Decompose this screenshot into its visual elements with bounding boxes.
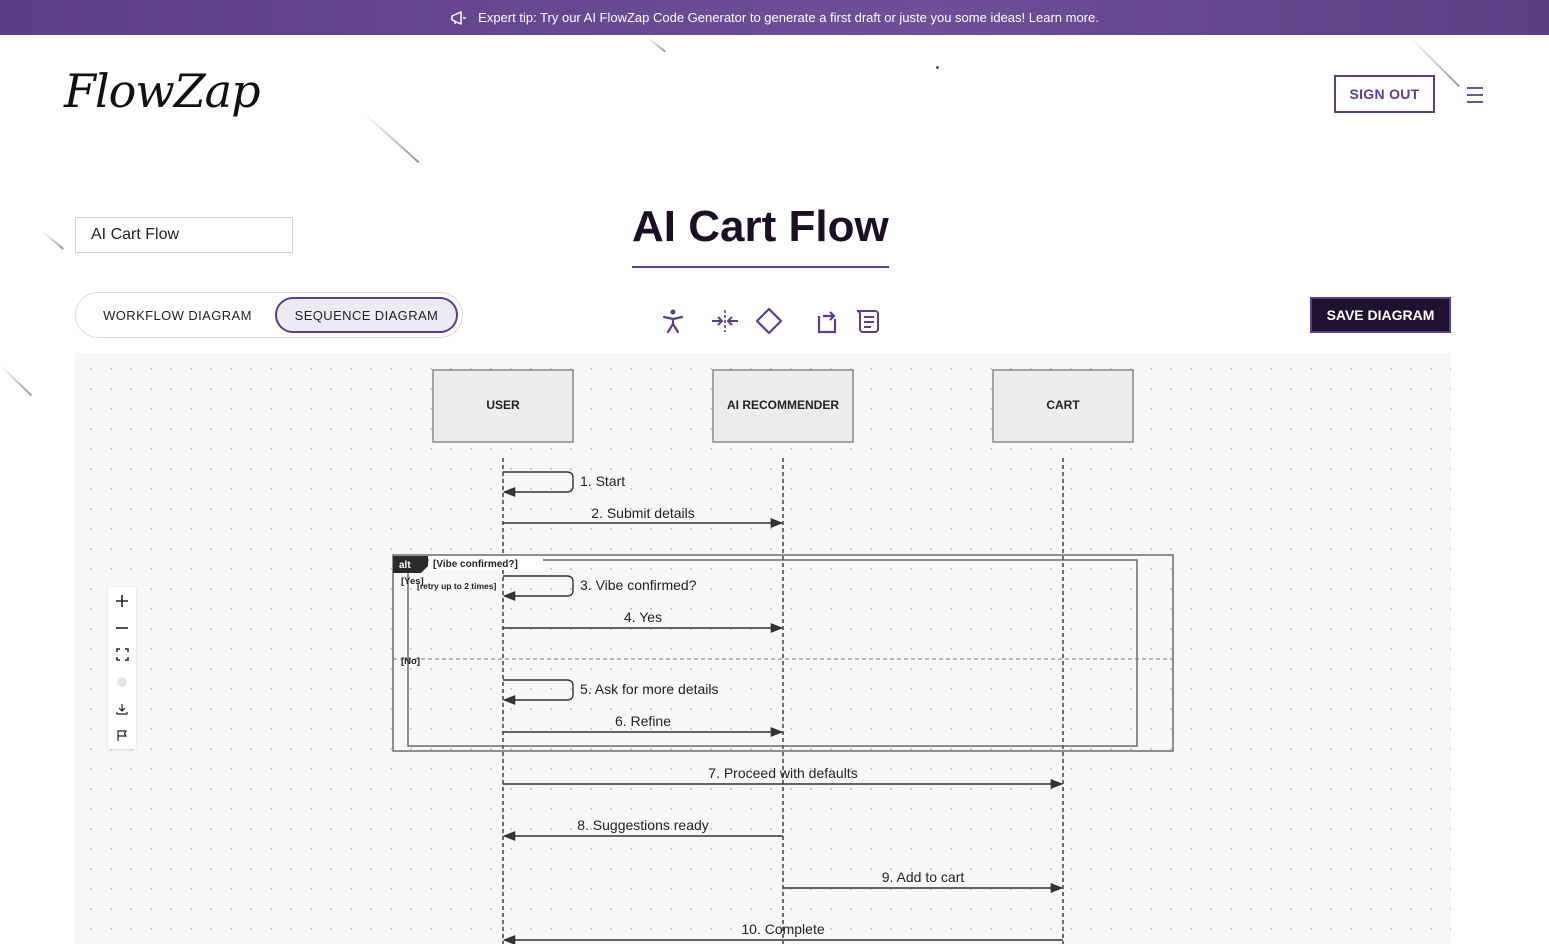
script-icon[interactable] — [855, 307, 883, 335]
message-arrow[interactable] — [502, 679, 574, 706]
decor-streak — [0, 364, 33, 396]
message-label: 9. Add to cart — [882, 869, 965, 885]
fit-screen-icon — [115, 648, 129, 661]
loop-label: [retry up to 2 times] — [417, 581, 497, 591]
save-diagram-button[interactable]: SAVE DIAGRAM — [1310, 297, 1451, 333]
message-label: 10. Complete — [741, 921, 824, 937]
participant-label: CART — [1046, 398, 1080, 412]
participant-user[interactable]: USER — [432, 369, 574, 443]
message-arrow[interactable] — [502, 471, 574, 498]
flowzap-logo[interactable]: FlowZap — [64, 64, 261, 118]
rotate-icon[interactable] — [813, 307, 841, 335]
workflow-diagram-tab[interactable]: WORKFLOW DIAGRAM — [103, 307, 252, 323]
flag-icon — [117, 729, 128, 741]
message-label: 5. Ask for more details — [580, 681, 719, 697]
sequence-diagram: USER AI RECOMMENDER CART alt [Vibe confi… — [392, 369, 1174, 944]
zoom-controls — [108, 587, 136, 749]
diagram-name-input[interactable] — [75, 217, 293, 253]
zoom-out-button[interactable] — [108, 614, 136, 641]
zoom-in-icon — [116, 594, 128, 607]
hamburger-menu-icon[interactable] — [1466, 86, 1484, 104]
message-label: 1. Start — [580, 473, 625, 489]
decor-dot — [936, 66, 939, 69]
message-label: 8. Suggestions ready — [577, 817, 709, 833]
banner-text: Expert tip: Try our AI FlowZap Code Gene… — [478, 10, 1099, 25]
fit-view-button[interactable] — [108, 641, 136, 668]
collapse-icon[interactable] — [711, 307, 739, 335]
decor-streak — [647, 37, 666, 52]
diagram-canvas[interactable]: USER AI RECOMMENDER CART alt [Vibe confi… — [75, 353, 1451, 944]
alt-label: alt — [399, 560, 411, 571]
download-button[interactable] — [108, 695, 136, 722]
message-label: 3. Vibe confirmed? — [580, 577, 697, 593]
message-arrow[interactable] — [502, 575, 574, 602]
flag-button[interactable] — [108, 722, 136, 749]
page-title: AI Cart Flow — [632, 200, 889, 268]
dot-icon — [117, 676, 127, 687]
sign-out-button[interactable]: SIGN OUT — [1334, 75, 1435, 113]
yes-label: [Yes] — [401, 576, 424, 587]
megaphone-icon — [451, 10, 467, 25]
alt-frame: alt [Vibe confirmed?] [retry up to 2 tim… — [392, 554, 1174, 752]
message-label: 4. Yes — [624, 609, 662, 625]
message-label: 6. Refine — [615, 713, 671, 729]
participant-label: USER — [486, 398, 520, 412]
view-toggle: WORKFLOW DIAGRAM SEQUENCE DIAGRAM — [75, 292, 463, 338]
sequence-diagram-tab[interactable]: SEQUENCE DIAGRAM — [274, 297, 458, 333]
no-label: [No] — [401, 656, 420, 667]
accessibility-icon[interactable] — [659, 307, 687, 335]
interactive-toggle-button[interactable] — [108, 668, 136, 695]
alt-condition: [Vibe confirmed?] — [433, 559, 518, 570]
participant-ai-recommender[interactable]: AI RECOMMENDER — [712, 369, 854, 443]
decor-streak — [363, 112, 420, 163]
message-label: 7. Proceed with defaults — [708, 765, 857, 781]
zoom-out-icon — [116, 626, 128, 629]
participant-cart[interactable]: CART — [992, 369, 1134, 443]
announcement-banner[interactable]: Expert tip: Try our AI FlowZap Code Gene… — [0, 0, 1549, 35]
message-label: 2. Submit details — [591, 505, 695, 521]
download-icon — [116, 703, 128, 715]
zoom-in-button[interactable] — [108, 587, 136, 614]
decor-streak — [41, 230, 64, 250]
diamond-icon[interactable] — [755, 307, 783, 335]
participant-label: AI RECOMMENDER — [727, 398, 839, 412]
